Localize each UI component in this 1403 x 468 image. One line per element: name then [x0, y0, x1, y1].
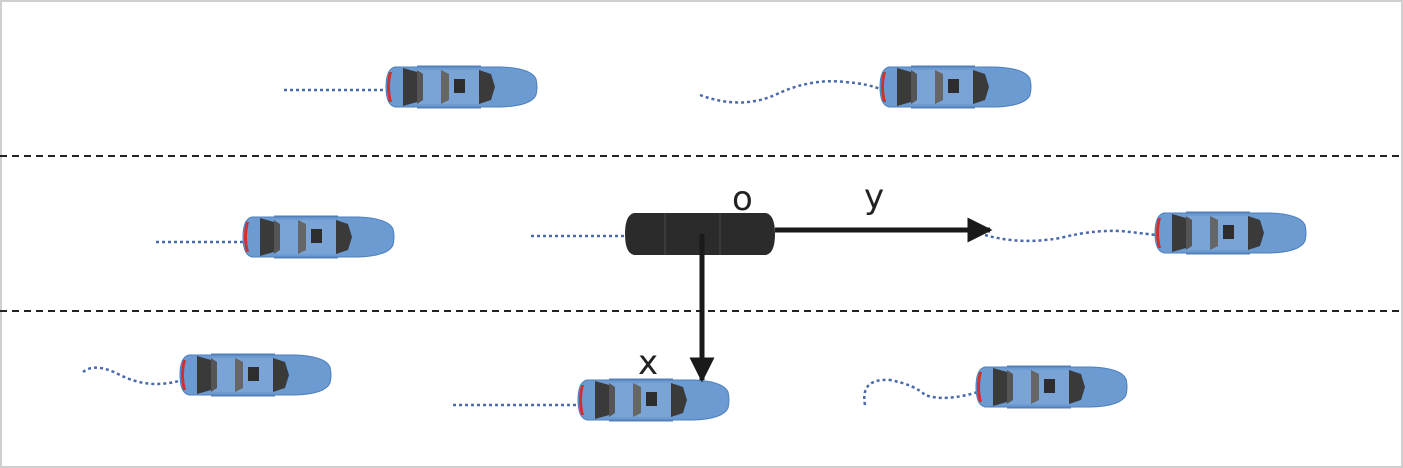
- trajectory-mid-right: [984, 229, 1157, 243]
- vehicle-top-left: [385, 65, 538, 109]
- trajectory-bot-left: [82, 366, 183, 386]
- origin-label: o: [732, 179, 753, 219]
- y-axis-label: y: [864, 177, 884, 217]
- vehicle-bot-right: [975, 365, 1128, 409]
- vehicle-mid-right: [1154, 211, 1307, 255]
- x-axis-label: x: [638, 343, 658, 383]
- vehicle-bot-center: [577, 378, 730, 422]
- trajectory-top-right: [699, 80, 883, 104]
- vehicle-bot-left: [179, 353, 332, 397]
- vehicle-mid-left: [242, 215, 395, 259]
- trajectory-bot-right: [863, 378, 979, 406]
- vehicle-top-right: [879, 65, 1032, 109]
